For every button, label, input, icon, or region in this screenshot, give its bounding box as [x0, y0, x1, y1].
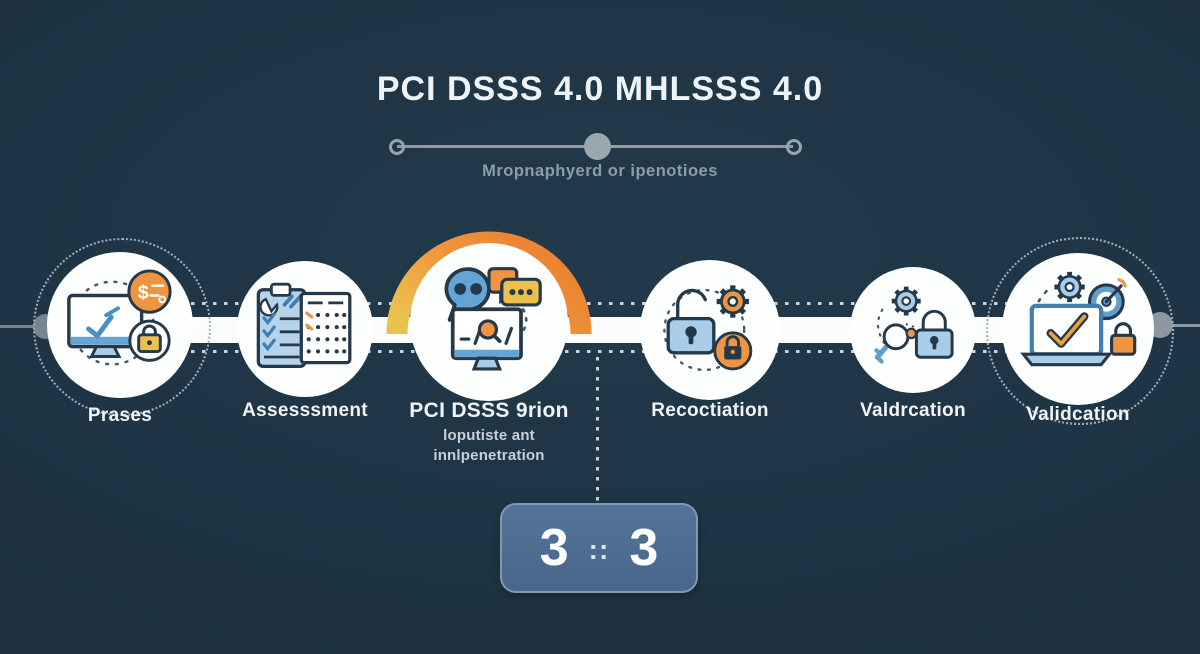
stage-label-pci-dsss-title: PCI DSSS 9rion [409, 399, 569, 422]
stage-label-pci-dsss: PCI DSSS 9rion loputiste ant innlpenetra… [369, 399, 609, 467]
stage-circle-validcation [1002, 253, 1154, 405]
monitor-payment-lock-icon: $ [67, 269, 172, 366]
stage-circle-assessment [237, 261, 373, 397]
gear-key-padlock-icon [874, 286, 954, 364]
badge-left-value: 3 [539, 519, 569, 577]
divider-endpoint-left-icon [389, 139, 405, 155]
timeline-dotted-line-bottom [125, 350, 1075, 353]
svg-text:$: $ [138, 281, 149, 303]
stage-label-valdrcation: Valdrcation [860, 400, 966, 421]
stage-circle-pci-dsss [410, 243, 568, 401]
stage-label-validcation: Validcation [1026, 404, 1130, 425]
page-title: PCI DSSS 4.0 MHLSSS 4.0 [376, 70, 824, 108]
stage1-dotted-ring [33, 238, 211, 416]
stage-sublabel-line1: loputiste ant [443, 427, 535, 444]
chat-monitor-search-icon [444, 267, 542, 371]
badge-separator: :: [588, 534, 610, 565]
laptop-check-target-icon [1020, 271, 1137, 367]
stage-label-recoctiation: Recoctiation [651, 400, 769, 421]
checklist-report-icon [256, 282, 352, 368]
stage6-dotted-ring [986, 237, 1174, 425]
stage-label-prases: Prases [87, 405, 153, 426]
timeline-left-connector [0, 325, 47, 328]
ratio-badge: 3 :: 3 [500, 503, 698, 593]
stage-sublabel-line2: innlpenetration [433, 447, 545, 465]
timeline-dotted-line-top [125, 302, 1075, 305]
badge-right-value: 3 [629, 519, 659, 577]
stage-circle-valdrcation [850, 267, 976, 393]
stage-circle-prases: $ [47, 252, 193, 398]
stage-circle-recoctiation [640, 260, 780, 400]
divider-endpoint-right-icon [786, 139, 802, 155]
stage3-highlight-ring [386, 231, 592, 335]
padlock-gear-icon [663, 285, 753, 372]
timeline-right-connector [1168, 324, 1200, 327]
badge-dotted-connector [596, 357, 599, 501]
divider-center-dot-icon [584, 133, 611, 160]
page-subtitle: Mropnaphyerd or ipenotioes [482, 162, 718, 180]
stage-label-assessment: Assesssment [242, 400, 368, 421]
